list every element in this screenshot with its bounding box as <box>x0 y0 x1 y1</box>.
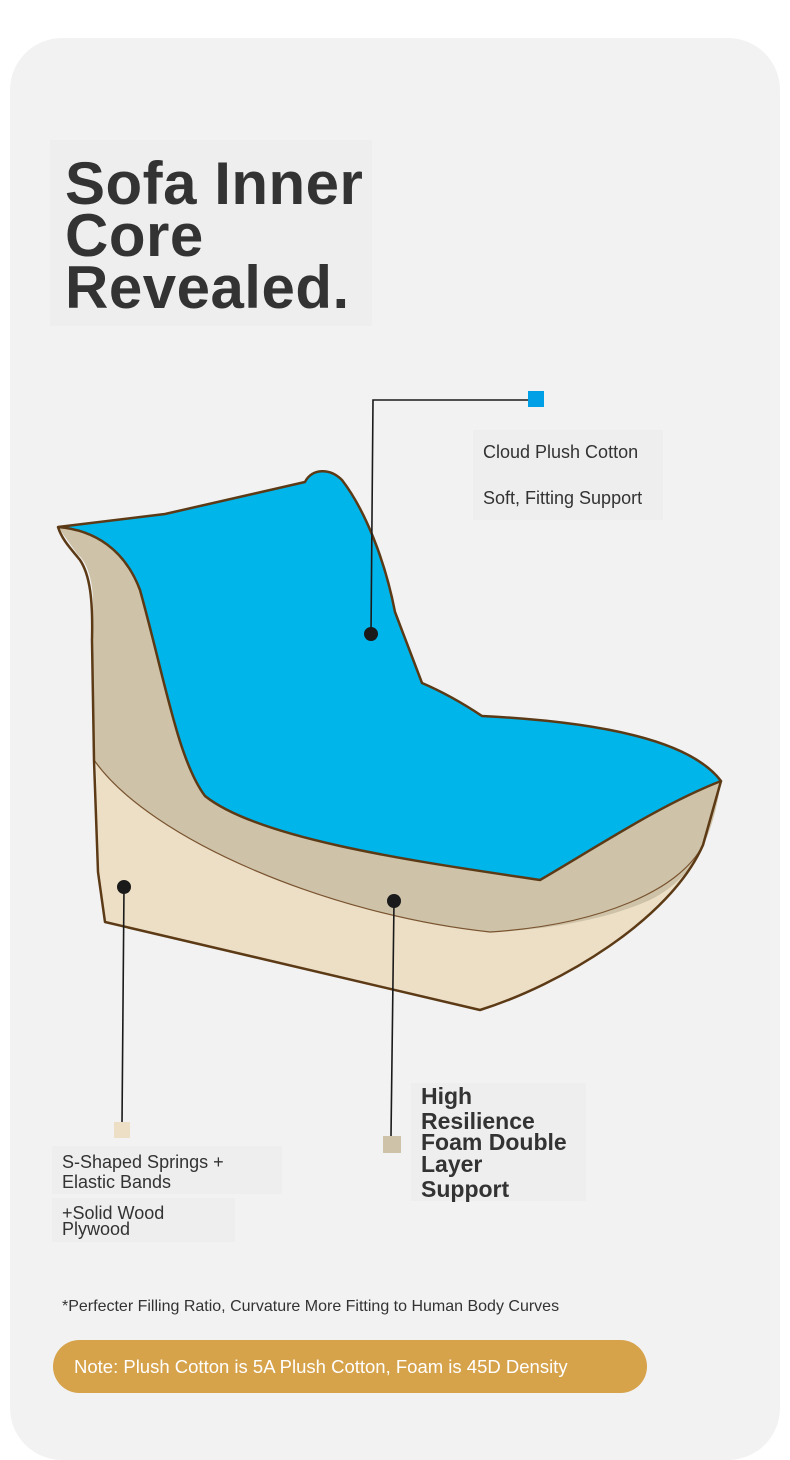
foam-line-2: Resilience <box>421 1108 535 1134</box>
foam-layer <box>58 527 721 932</box>
cotton-layer <box>56 470 723 882</box>
springs-line-4: Plywood <box>62 1219 131 1239</box>
callout-foam-bg <box>411 1083 586 1201</box>
springs-line-1: S-Shaped Springs + <box>62 1152 224 1172</box>
springs-line-2: Elastic Bands <box>62 1172 172 1192</box>
foam-line-3: Foam Double <box>421 1129 567 1155</box>
foam-marker <box>383 1136 401 1153</box>
callout-springs-bg-1 <box>52 1146 282 1194</box>
callout-springs-bg-2 <box>52 1198 235 1242</box>
cotton-leader-line <box>370 399 529 635</box>
title-line-2: Core <box>65 202 204 269</box>
cotton-name: Cloud Plush Cotton <box>483 442 639 462</box>
cotton-dot <box>364 627 378 641</box>
layer-divider-line <box>93 759 704 933</box>
footnote: *Perfecter Filling Ratio, Curvature More… <box>62 1298 560 1315</box>
foam-dot <box>387 894 401 908</box>
springs-line-3: +Solid Wood <box>62 1203 165 1223</box>
springs-marker <box>114 1122 130 1138</box>
sofa-outline <box>56 526 723 1012</box>
springs-leader-line <box>121 886 125 1125</box>
foam-line-4: Layer <box>421 1151 483 1177</box>
base-layer-springs <box>93 600 703 1010</box>
title-line-3: Revealed. <box>65 254 350 321</box>
foam-line-1: High <box>421 1083 473 1109</box>
foam-leader-line <box>390 900 395 1137</box>
note-text: Note: Plush Cotton is 5A Plush Cotton, F… <box>74 1355 568 1377</box>
note-banner: Note: Plush Cotton is 5A Plush Cotton, F… <box>53 1340 647 1393</box>
springs-dot <box>117 880 131 894</box>
foam-line-5: Support <box>421 1176 510 1202</box>
title-line-1: Sofa Inner <box>65 150 364 217</box>
callout-cotton-bg <box>473 430 663 520</box>
cotton-desc: Soft, Fitting Support <box>483 488 643 508</box>
page-title: Sofa Inner Core Revealed. <box>50 140 372 326</box>
cotton-marker <box>528 391 544 407</box>
